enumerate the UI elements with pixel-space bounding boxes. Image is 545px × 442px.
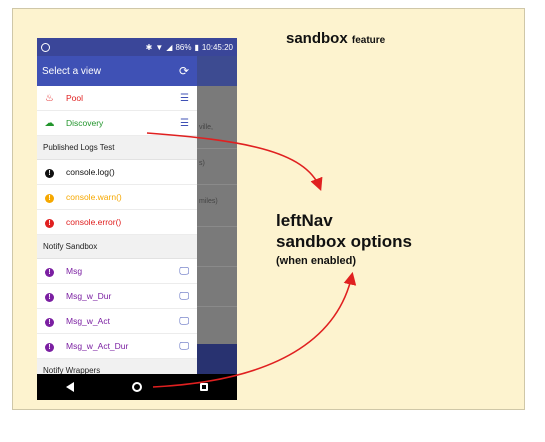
callout-line2: sandbox options [276,232,412,251]
background-snippet: miles) [199,198,218,205]
signal-icon: ◢ [166,42,173,52]
battery-icon: ▮ [194,42,199,52]
alert-circle-icon: ! [43,341,56,352]
bluetooth-icon: ✱ [145,42,153,52]
wifi-icon: ▼ [155,42,164,52]
monitor-icon[interactable]: 🖵 [179,265,189,277]
arrow-to-callout-bottom [152,271,357,388]
campfire-icon: ♨ [45,92,54,104]
divider [197,148,237,149]
view-item-label: Pool [66,93,84,103]
list-item-label: Msg_w_Act_Dur [66,341,129,351]
callout-line1: leftNav [276,211,333,230]
background-app: ville, s) miles) [197,56,237,374]
background-app-footer [197,344,237,374]
monitor-icon[interactable]: 🖵 [179,290,189,302]
status-bar: ✱ ▼ ◢ 86% ▮ 10:45:20 [37,38,237,56]
slide-title-suffix: feature [351,35,386,46]
list-item-label: Msg_w_Dur [66,291,112,301]
slide-title-main: sandbox [286,30,348,47]
back-icon[interactable] [66,382,74,392]
drawer-header: Select a view ⟳ [37,56,197,86]
list-item-label: Msg_w_Act [66,316,110,326]
section-header: Published Logs Test [37,136,197,160]
arrow-to-callout-top [146,132,323,191]
list-item-label: console.warn() [66,192,122,202]
tune-icon[interactable]: ☰ [180,92,189,104]
clock: 10:45:20 [201,42,233,52]
background-snippet: s) [199,160,205,167]
alert-circle-icon: ! [43,266,56,277]
alert-circle-icon: ! [43,291,56,302]
alert-circle-icon: ! [43,167,56,178]
android-notification-icon [41,42,50,52]
android-nav-bar [37,374,237,400]
callout-line3: (when enabled) [276,255,357,267]
divider [197,306,237,307]
list-item[interactable]: ! Msg_w_Dur 🖵 [37,284,197,309]
divider [197,226,237,227]
callout: leftNav sandbox options (when enabled) [276,210,412,267]
drawer-title: Select a view [42,65,101,77]
tune-icon[interactable]: ☰ [180,117,189,129]
list-item[interactable]: ! console.warn() [37,185,197,210]
list-item[interactable]: ! Msg 🖵 [37,259,197,284]
list-item[interactable]: ! Msg_w_Act 🖵 [37,309,197,334]
home-icon[interactable] [132,382,142,392]
alert-circle-icon: ! [43,192,56,203]
list-item-label: Msg [66,266,83,276]
list-item[interactable]: ! Msg_w_Act_Dur 🖵 [37,334,197,359]
alert-circle-icon: ! [43,316,56,327]
slide-title: sandbox feature [286,30,385,47]
status-bar-right: ✱ ▼ ◢ 86% ▮ 10:45:20 [146,43,233,52]
view-item-label: Discovery [66,118,104,128]
list-item-label: console.log() [66,167,115,177]
monitor-icon[interactable]: 🖵 [179,315,189,327]
background-snippet: ville, [199,124,214,131]
battery-percent: 86% [175,42,192,52]
recents-icon[interactable] [200,383,208,391]
list-item-label: console.error() [66,217,122,227]
view-item-discovery[interactable]: ☁ Discovery ☰ [37,111,197,136]
section-header: Notify Wrappers [37,359,197,374]
phone-screen: ✱ ▼ ◢ 86% ▮ 10:45:20 ville, s) miles) Se… [37,38,237,400]
alert-circle-icon: ! [43,217,56,228]
divider [197,184,237,185]
list-item[interactable]: ! console.log() [37,160,197,185]
monitor-icon[interactable]: 🖵 [179,340,189,352]
list-item[interactable]: ! console.error() [37,210,197,235]
cloud-icon: ☁ [44,117,55,129]
divider [197,266,237,267]
section-header: Notify Sandbox [37,235,197,259]
refresh-icon[interactable]: ⟳ [178,64,189,78]
left-nav-drawer: Select a view ⟳ ♨ Pool ☰ ☁ Discovery ☰ P… [37,56,197,374]
view-item-pool[interactable]: ♨ Pool ☰ [37,86,197,111]
background-app-header [197,56,237,86]
